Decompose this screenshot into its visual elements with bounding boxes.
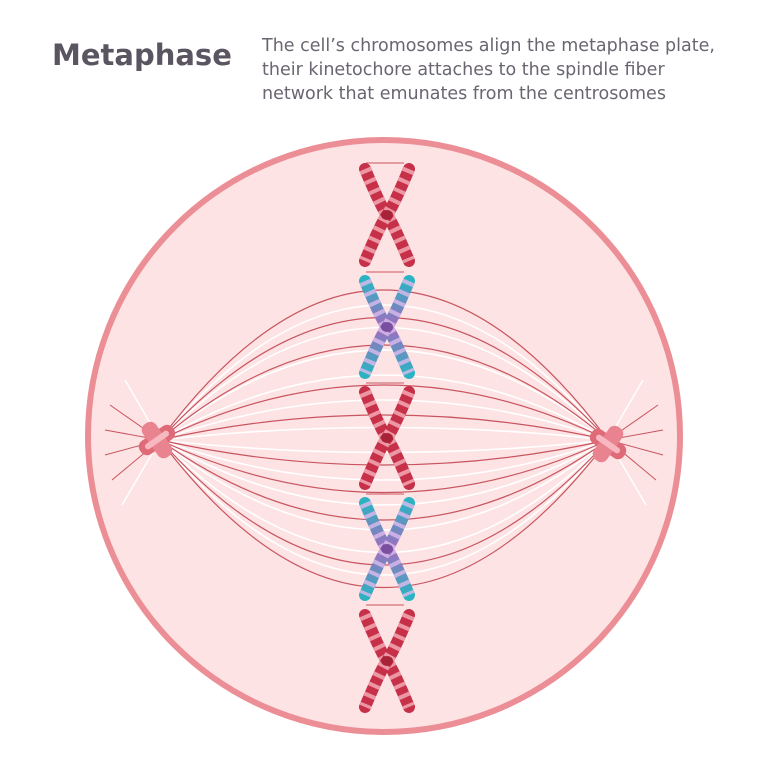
chromosome-red bbox=[359, 386, 415, 490]
caption: The cell’s chromosomes align the metapha… bbox=[262, 34, 752, 106]
chromosome-red bbox=[359, 163, 415, 267]
chromosomes bbox=[359, 163, 415, 713]
caption-line-3: network that emunates from the centrosom… bbox=[262, 84, 666, 104]
centrosome-left bbox=[138, 421, 176, 459]
centrosome-right bbox=[589, 425, 627, 463]
caption-line-2: their kinetochore attaches to the spindl… bbox=[262, 60, 665, 80]
chromosome-red bbox=[359, 609, 415, 713]
chromosome-teal bbox=[359, 275, 415, 379]
chromosome-teal bbox=[359, 497, 415, 601]
title: Metaphase bbox=[52, 38, 232, 72]
caption-line-1: The cell’s chromosomes align the metapha… bbox=[262, 36, 715, 56]
metaphase-plate-marks bbox=[366, 162, 404, 606]
